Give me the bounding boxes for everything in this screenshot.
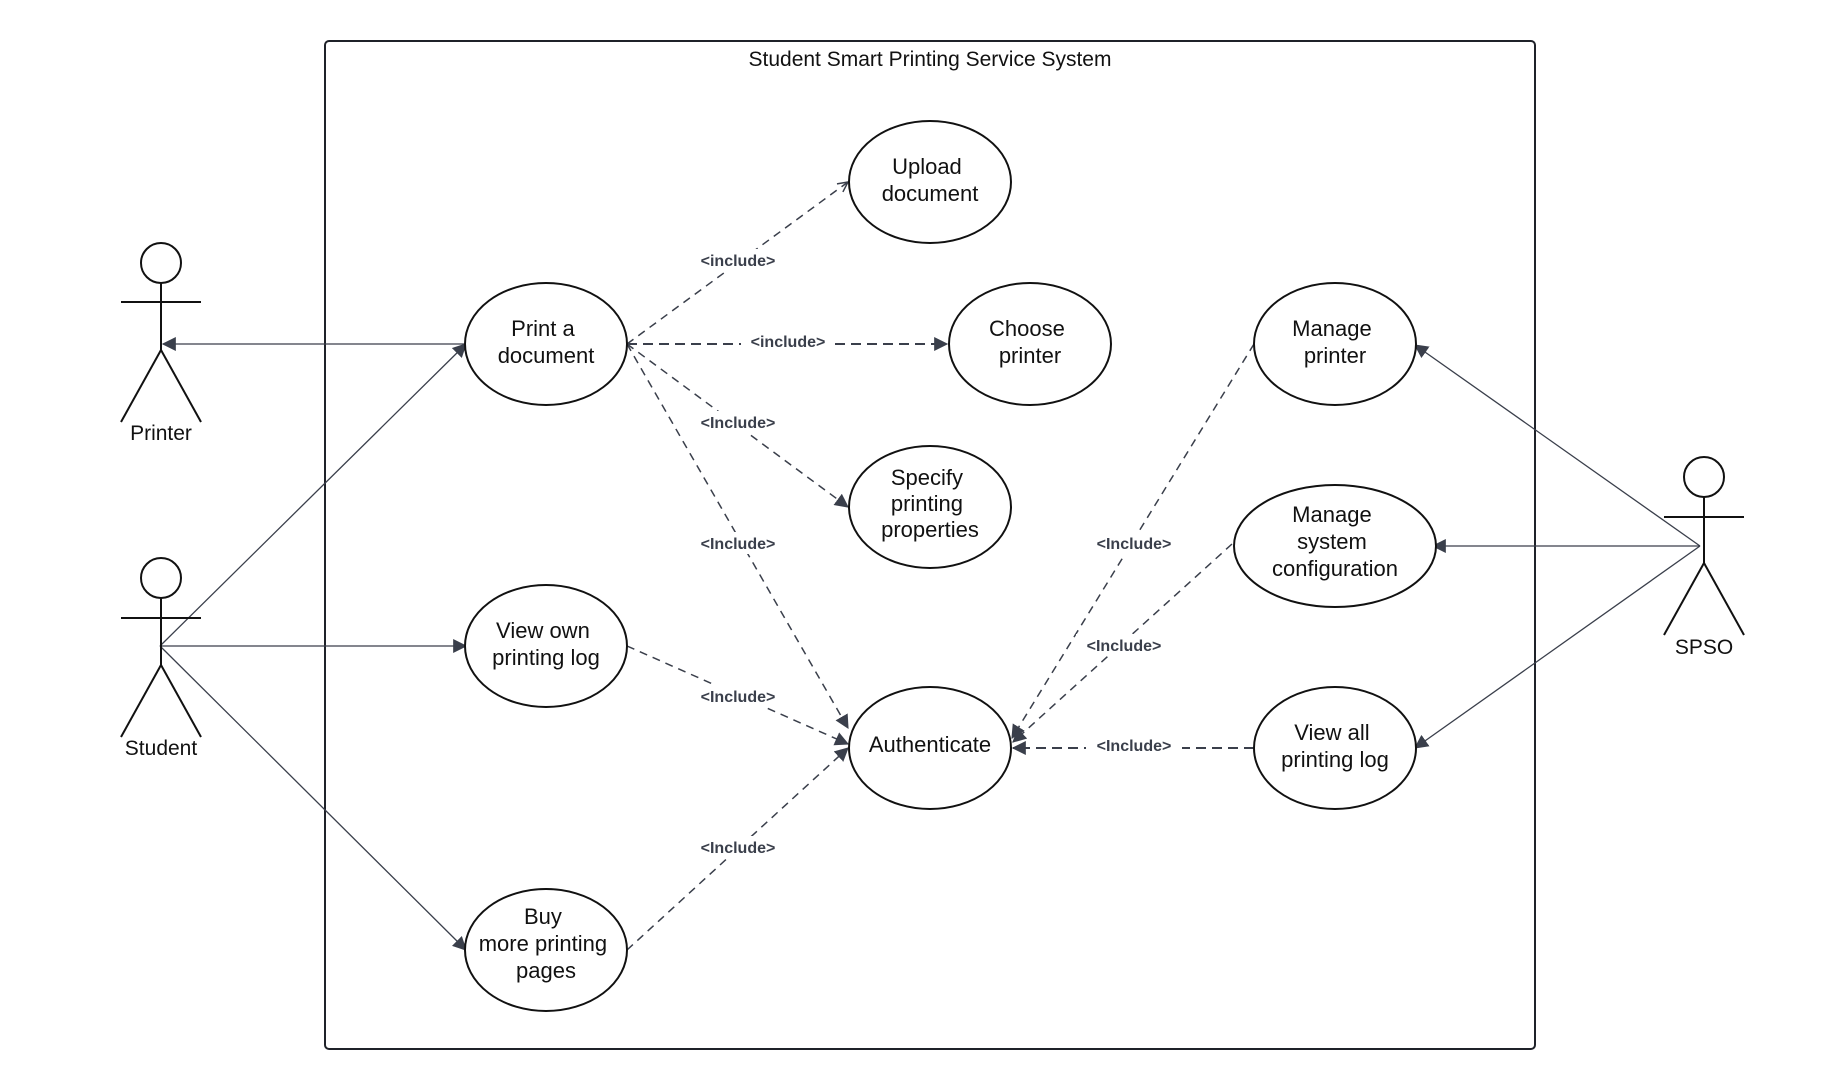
stick-figure-icon — [120, 242, 202, 423]
svg-text:Buy more printing: Buy more printing pages — [479, 904, 614, 983]
include-print-upload — [626, 182, 848, 345]
svg-text:Upload document: Upload document — [882, 154, 979, 206]
include-label-print-upload: <include> — [690, 249, 786, 271]
svg-text:<include>: <include> — [701, 253, 776, 270]
include-viewown-auth — [626, 645, 850, 746]
system-title: Student Smart Printing Service System — [749, 48, 1112, 71]
association-spso-viewall — [1414, 545, 1701, 749]
use-case-authenticate[interactable]: Authenticate — [848, 686, 1012, 810]
actor-spso[interactable]: SPSO — [1663, 456, 1745, 659]
include-buy-auth — [626, 747, 849, 951]
use-case-print-document[interactable]: Print a document — [464, 282, 628, 406]
include-label-viewown-auth: <Include> — [690, 685, 786, 707]
use-case-specify-printing-properties[interactable]: Specify printing properties — [848, 445, 1012, 569]
include-label-print-auth: <Include> — [690, 532, 786, 554]
actor-student[interactable]: Student — [120, 557, 202, 760]
actor-label-student: Student — [125, 737, 198, 760]
include-labels: <include> <include> <Include> <Include> … — [690, 249, 1182, 858]
association-student-buy — [159, 645, 467, 951]
svg-text:View own printing log: View own printing log — [492, 618, 600, 670]
svg-text:View all printing log: View all printing log — [1281, 720, 1389, 772]
svg-text:Manage printer: Manage printer — [1292, 316, 1378, 368]
use-case-manage-system-configuration[interactable]: Manage system configuration — [1233, 484, 1437, 608]
svg-text:Print a document: Print a document — [498, 316, 595, 368]
include-label-print-specify: <Include> — [690, 411, 786, 433]
association-spso-manageprinter — [1414, 344, 1701, 547]
use-case-buy-more-printing-pages[interactable]: Buy more printing pages — [464, 888, 628, 1012]
svg-text:<Include>: <Include> — [701, 536, 776, 553]
include-label-print-choose: <include> — [741, 330, 835, 352]
svg-text:Manage system conf: Manage system configuration — [1272, 502, 1398, 581]
include-label-manageprinter-auth: <Include> — [1086, 532, 1182, 554]
use-case-choose-printer[interactable]: Choose printer — [948, 282, 1112, 406]
include-print-auth — [626, 343, 849, 730]
actor-label-spso: SPSO — [1675, 636, 1733, 659]
actor-printer[interactable]: Printer — [120, 242, 202, 445]
svg-text:Authenticate: Authenticate — [869, 732, 991, 757]
svg-text:Choose printer: Choose printer — [989, 316, 1071, 368]
association-student-print — [159, 343, 467, 647]
svg-text:<Include>: <Include> — [701, 415, 776, 432]
use-case-view-own-printing-log[interactable]: View own printing log — [464, 584, 628, 708]
svg-text:<Include>: <Include> — [701, 689, 776, 706]
include-label-buy-auth: <Include> — [690, 836, 786, 858]
actor-label-printer: Printer — [130, 422, 192, 445]
include-label-viewall-auth: <Include> — [1086, 734, 1182, 756]
include-label-manageconfig-auth: <Include> — [1076, 634, 1172, 656]
association-lines — [159, 337, 1701, 951]
svg-text:<Include>: <Include> — [1097, 536, 1172, 553]
svg-text:<Include>: <Include> — [1097, 738, 1172, 755]
svg-text:<Include>: <Include> — [1087, 638, 1162, 655]
use-case-view-all-printing-log[interactable]: View all printing log — [1253, 686, 1417, 810]
include-print-specify — [626, 343, 849, 508]
use-case-manage-printer[interactable]: Manage printer — [1253, 282, 1417, 406]
stick-figure-icon — [1663, 456, 1745, 636]
svg-text:<include>: <include> — [751, 334, 826, 351]
stick-figure-icon — [120, 557, 202, 738]
use-case-upload-document[interactable]: Upload document — [848, 120, 1012, 244]
svg-text:Specify printing p: Specify printing properties — [881, 465, 979, 542]
svg-text:<Include>: <Include> — [701, 840, 776, 857]
